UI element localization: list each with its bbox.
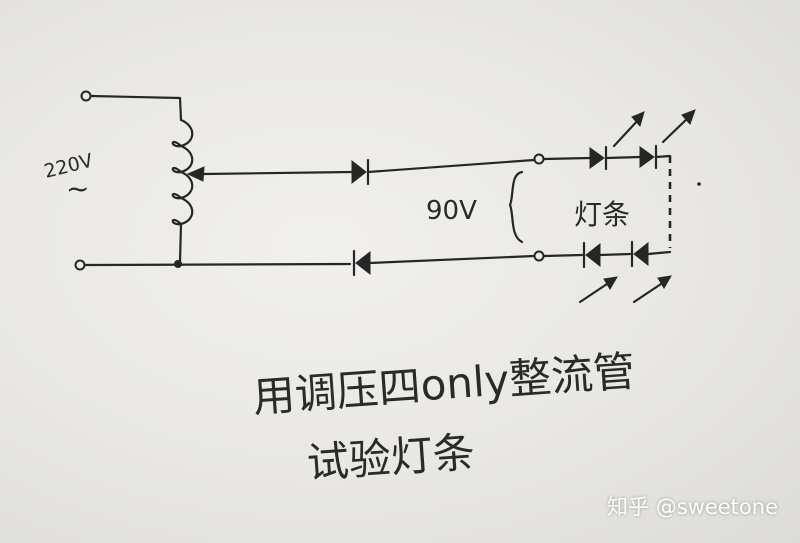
watermark-author: @sweetone bbox=[655, 495, 778, 519]
led-string-bottom-wire-2 bbox=[598, 252, 632, 257]
input-terminal-top bbox=[80, 90, 92, 102]
autotransformer-coil bbox=[171, 118, 194, 264]
load-name-label: 灯条 bbox=[574, 198, 630, 231]
led-top-2-light-arrow bbox=[661, 114, 692, 144]
watermark: 知乎 @sweetone bbox=[607, 491, 778, 521]
led-top-2 bbox=[639, 146, 655, 168]
led-bottom-1-light-arrowhead bbox=[603, 276, 618, 290]
ac-symbol: ~ bbox=[66, 172, 89, 205]
led-string-bottom-wire bbox=[542, 253, 584, 258]
led-bottom-1 bbox=[585, 242, 601, 268]
bottom-rail-wire-right bbox=[368, 254, 536, 265]
led-top-1 bbox=[589, 147, 605, 169]
led-top-2-light-arrowhead bbox=[681, 109, 696, 125]
caption-line-1: 用调压四only整流管 bbox=[251, 346, 636, 422]
top-rail-wire-right bbox=[366, 158, 536, 174]
output-voltage-label: 90V bbox=[426, 196, 477, 226]
top-rail-wire bbox=[202, 170, 354, 176]
led-string-top-wire-2 bbox=[604, 155, 642, 160]
watermark-site: 知乎 bbox=[607, 495, 650, 519]
led-top-1-light-arrowhead bbox=[631, 111, 645, 128]
rectifier-diode-bottom bbox=[355, 250, 371, 276]
voltage-brace bbox=[508, 170, 524, 244]
caption-line-2: 试验灯条 bbox=[305, 427, 476, 488]
led-bottom-2-light-arrow bbox=[632, 280, 666, 304]
input-terminal-bottom bbox=[74, 259, 86, 271]
output-terminal-top bbox=[533, 153, 545, 165]
rectifier-diode-top bbox=[351, 159, 367, 185]
led-bottom-1-light-arrow bbox=[578, 280, 612, 304]
input-wire-top bbox=[89, 94, 183, 122]
led-string-bottom-wire-3 bbox=[646, 250, 672, 256]
stray-dot bbox=[697, 182, 701, 186]
led-bottom-2-light-arrowhead bbox=[657, 275, 672, 289]
led-string-top-wire bbox=[542, 156, 592, 161]
bottom-rail-wire bbox=[83, 262, 352, 267]
led-bottom-2 bbox=[633, 241, 649, 267]
led-string-top-wire-3 bbox=[654, 154, 672, 159]
led-top-1-light-arrow bbox=[612, 116, 642, 148]
output-terminal-bottom bbox=[533, 250, 545, 262]
junction-dot bbox=[174, 260, 182, 268]
